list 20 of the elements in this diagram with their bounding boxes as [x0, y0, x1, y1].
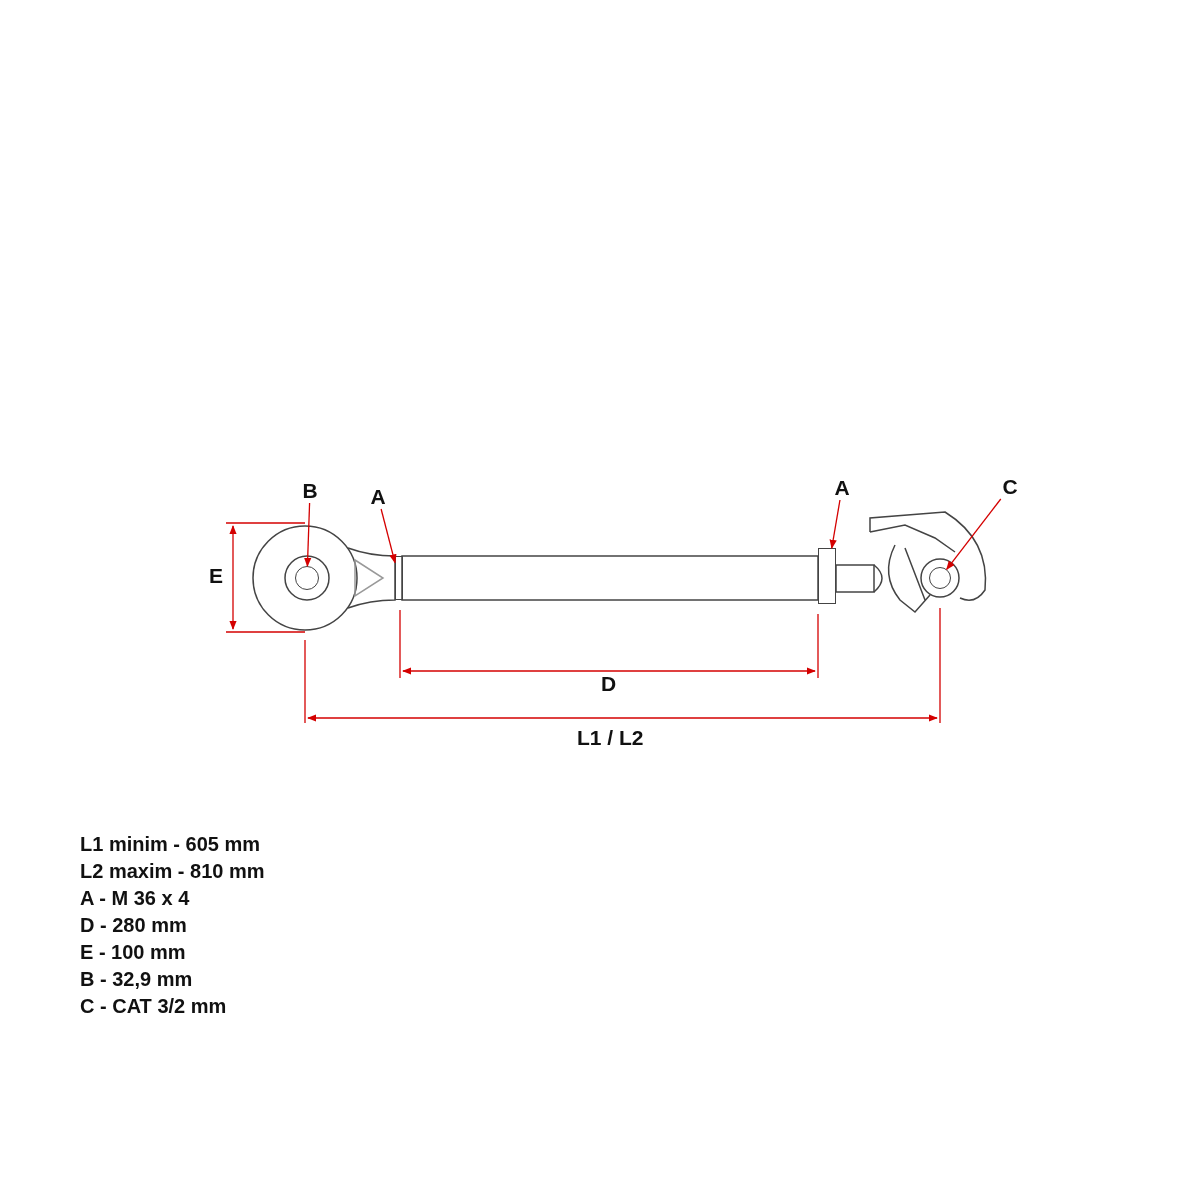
thread-section	[395, 556, 403, 600]
spec-text: A - M 36 x 4	[80, 886, 190, 910]
spec-text: B - 32,9 mm	[80, 967, 193, 991]
callout-letter: A	[366, 485, 390, 509]
spec-text: E - 100 mm	[80, 940, 186, 964]
leader-arrow	[304, 502, 312, 567]
dimension-label: L1 / L2	[577, 726, 644, 750]
lock-collar	[818, 548, 836, 604]
callout-letter: A	[830, 476, 854, 500]
callout-letter: B	[298, 479, 322, 503]
dimension-label: D	[601, 672, 617, 696]
spec-text: L2 maxim - 810 mm	[80, 859, 265, 883]
spec-text: D - 280 mm	[80, 913, 187, 937]
callout-letter: C	[998, 475, 1022, 499]
leader-arrow	[380, 508, 397, 564]
dimension-label: E	[209, 564, 223, 588]
leader-arrow	[829, 499, 841, 549]
leader-arrow	[946, 498, 1002, 570]
spec-text: C - CAT 3/2 mm	[80, 994, 227, 1018]
spec-text: L1 minim - 605 mm	[80, 832, 261, 856]
